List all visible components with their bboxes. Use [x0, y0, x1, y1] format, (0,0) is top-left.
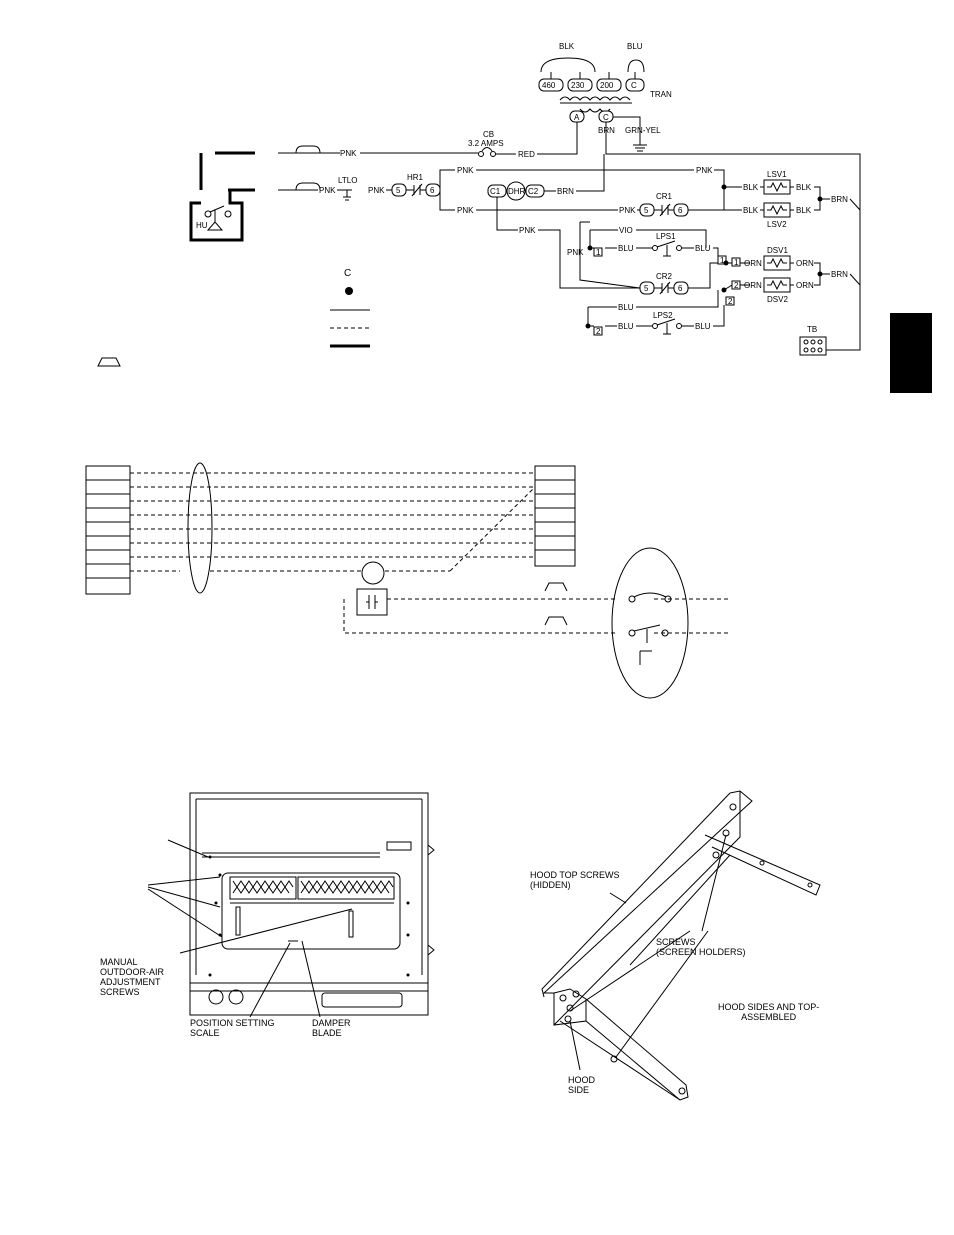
svg-text:PNK: PNK	[319, 186, 336, 195]
svg-text:LPS2: LPS2	[653, 311, 673, 320]
svg-text:LTLO: LTLO	[338, 176, 357, 185]
svg-text:3.2 AMPS: 3.2 AMPS	[468, 139, 504, 148]
svg-text:5: 5	[644, 284, 649, 293]
svg-text:BLK: BLK	[796, 206, 812, 215]
tran-label: TRAN	[650, 90, 672, 99]
svg-text:PNK: PNK	[619, 206, 636, 215]
svg-text:GRN-YEL: GRN-YEL	[625, 126, 661, 135]
svg-text:BLU: BLU	[618, 303, 634, 312]
svg-text:C: C	[603, 113, 609, 122]
svg-text:BLU: BLU	[695, 244, 711, 253]
svg-text:PNK: PNK	[457, 206, 474, 215]
svg-text:2: 2	[596, 327, 601, 336]
wiring-diagram: BLK BLU 460 230 200 C TRAN A C BRN GRN-Y…	[97, 42, 861, 367]
svg-text:PNK: PNK	[457, 166, 474, 175]
svg-text:BRN: BRN	[831, 195, 848, 204]
svg-text:BLK: BLK	[796, 183, 812, 192]
svg-text:6: 6	[430, 186, 435, 195]
svg-text:1: 1	[596, 248, 601, 257]
svg-text:6: 6	[678, 284, 683, 293]
lead-blu-label: BLU	[627, 42, 643, 51]
plug-connector-icon	[295, 145, 321, 154]
svg-text:DSV2: DSV2	[767, 295, 788, 304]
svg-text:BRN: BRN	[557, 187, 574, 196]
manual-screws-label: MANUAL OUTDOOR-AIR ADJUSTMENT SCREWS	[100, 957, 164, 997]
svg-text:C: C	[631, 81, 637, 90]
harness-diagram	[85, 462, 730, 699]
terminal-block	[799, 336, 827, 356]
svg-text:BLU: BLU	[695, 322, 711, 331]
svg-text:ORN: ORN	[796, 281, 814, 290]
svg-text:PNK: PNK	[340, 149, 357, 158]
svg-text:ORN: ORN	[796, 259, 814, 268]
svg-text:6: 6	[678, 206, 683, 215]
svg-text:RED: RED	[518, 150, 535, 159]
svg-text:PNK: PNK	[696, 166, 713, 175]
svg-text:BLK: BLK	[743, 183, 759, 192]
svg-text:1: 1	[734, 258, 739, 267]
svg-text:HR1: HR1	[407, 173, 424, 182]
svg-text:TB: TB	[807, 325, 817, 334]
hood-top-screws-label: HOOD TOP SCREWS (HIDDEN)	[530, 870, 620, 890]
svg-text:LPS1: LPS1	[656, 232, 676, 241]
svg-text:ORN: ORN	[744, 281, 762, 290]
svg-text:5: 5	[396, 186, 401, 195]
svg-text:VIO: VIO	[619, 226, 633, 235]
svg-text:5: 5	[644, 206, 649, 215]
svg-text:BLU: BLU	[618, 322, 634, 331]
transformer-taps: 460 230 200 C	[538, 78, 645, 92]
svg-text:2: 2	[728, 297, 733, 306]
svg-text:PNK: PNK	[519, 226, 536, 235]
svg-text:BLK: BLK	[743, 206, 759, 215]
screen-screws-label: SCREWS (SCREEN HOLDERS)	[656, 937, 746, 957]
svg-text:C2: C2	[528, 187, 539, 196]
section-tab	[890, 313, 932, 393]
hood-figure	[541, 790, 821, 1101]
legend-dot-icon	[345, 287, 353, 295]
svg-text:CR2: CR2	[656, 272, 673, 281]
position-scale-label: POSITION SETTING SCALE	[190, 1018, 275, 1038]
svg-text:CR1: CR1	[656, 192, 673, 201]
svg-text:C1: C1	[490, 187, 501, 196]
svg-text:BRN: BRN	[831, 270, 848, 279]
svg-text:LSV1: LSV1	[767, 170, 787, 179]
svg-text:DHR: DHR	[508, 187, 526, 196]
svg-text:ORN: ORN	[744, 259, 762, 268]
hood-side-label: HOOD SIDE	[568, 1075, 595, 1095]
svg-text:230: 230	[571, 81, 585, 90]
svg-text:LSV2: LSV2	[767, 220, 787, 229]
damper-blade-label: DAMPER BLADE	[312, 1018, 351, 1038]
hu-label: HU	[196, 221, 208, 230]
damper-panel-figure	[147, 792, 435, 1018]
svg-text:1: 1	[720, 256, 725, 265]
svg-text:CB: CB	[483, 130, 494, 139]
svg-text:200: 200	[600, 81, 614, 90]
lead-blk-label: BLK	[559, 42, 575, 51]
plug-connector-icon	[295, 182, 321, 191]
legend-plug-icon	[97, 357, 121, 367]
svg-text:2: 2	[734, 281, 739, 290]
svg-text:PNK: PNK	[567, 248, 584, 257]
hood-assembled-label: HOOD SIDES AND TOP- ASSEMBLED	[718, 1002, 820, 1022]
svg-text:BLU: BLU	[618, 244, 634, 253]
svg-text:A: A	[574, 113, 580, 122]
svg-text:460: 460	[542, 81, 556, 90]
svg-text:PNK: PNK	[368, 186, 385, 195]
legend-c: C	[344, 268, 351, 279]
svg-text:BRN: BRN	[598, 126, 615, 135]
svg-text:DSV1: DSV1	[767, 246, 788, 255]
